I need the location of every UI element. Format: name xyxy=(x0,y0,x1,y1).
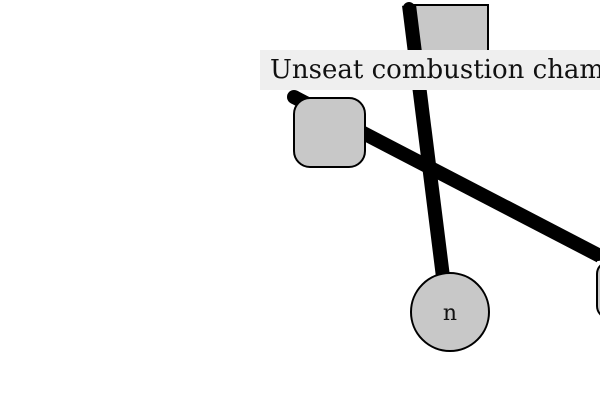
edge-label-text: Unseat combustion cham xyxy=(270,55,600,85)
edge-start-dot-left xyxy=(287,90,301,104)
edge-start-dot-top xyxy=(403,2,415,14)
circle-node-label: n xyxy=(443,301,457,326)
right-edge-node[interactable] xyxy=(596,262,600,318)
circle-node[interactable] xyxy=(410,272,490,352)
edge-end-dot-right xyxy=(592,249,600,261)
left-rounded-node[interactable] xyxy=(293,97,366,168)
edge-label-banner: Unseat combustion cham xyxy=(260,50,600,90)
